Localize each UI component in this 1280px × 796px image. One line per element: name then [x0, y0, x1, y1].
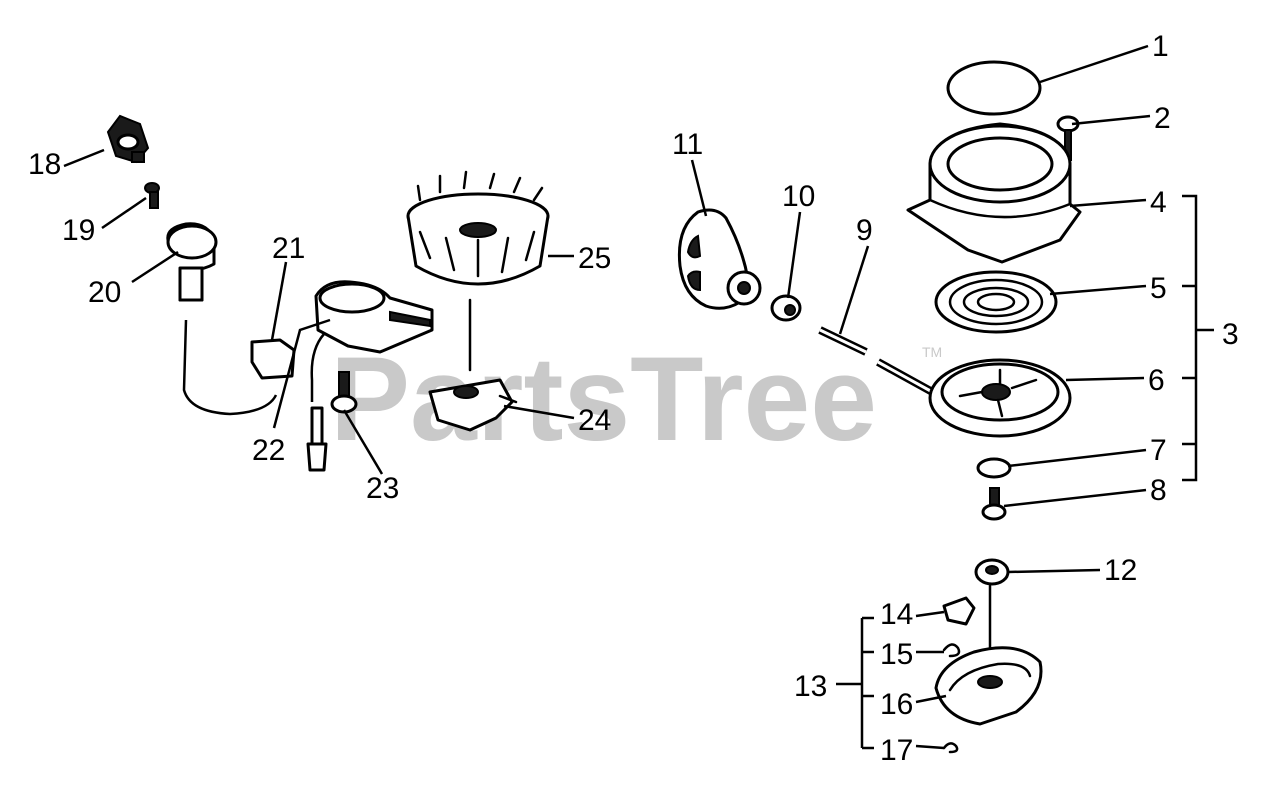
- ignition-wire: [182, 319, 278, 416]
- callout-25: 25: [578, 242, 611, 275]
- ignition-coil: [314, 280, 434, 354]
- part-1-gasket: [946, 60, 1042, 116]
- callout-7: 7: [1150, 434, 1167, 467]
- callout-5: 5: [1150, 272, 1167, 305]
- part-24-magneto-module: [428, 378, 518, 432]
- part-25-flywheel: [406, 170, 550, 286]
- part-19-connector: [144, 182, 160, 209]
- callout-21: 21: [272, 232, 305, 265]
- callout-6: 6: [1148, 364, 1165, 397]
- callout-12: 12: [1104, 554, 1137, 587]
- part-16-ratchet-plate: [934, 646, 1043, 726]
- part-18-spark-plug-terminal: [106, 114, 150, 164]
- part-10-grommet: [770, 294, 802, 322]
- callout-17: 17: [880, 734, 913, 767]
- part-9-rope: [818, 326, 938, 398]
- part-14-pawl: [942, 596, 976, 626]
- callout-10: 10: [782, 180, 815, 213]
- part-12-spacer: [974, 558, 1010, 586]
- callout-8: 8: [1150, 474, 1167, 507]
- callout-15: 15: [880, 638, 913, 671]
- callout-24: 24: [578, 404, 611, 437]
- part-11-starter-handle: [677, 208, 762, 310]
- callout-23: 23: [366, 472, 399, 505]
- callout-11: 11: [672, 128, 703, 161]
- watermark-trademark: TM: [922, 344, 942, 360]
- part-5-recoil-spring: [934, 270, 1058, 334]
- callout-16: 16: [880, 688, 913, 721]
- part-15-spring: [942, 643, 961, 658]
- callout-4: 4: [1150, 186, 1167, 219]
- callout-19: 19: [62, 214, 95, 247]
- callout-3: 3: [1222, 318, 1239, 351]
- part-8-screw: [981, 487, 1007, 521]
- callout-22: 22: [252, 434, 285, 467]
- part-17-clip: [942, 742, 959, 754]
- coil-wire: [310, 333, 325, 402]
- watermark: PartsTree: [330, 332, 877, 466]
- part-4-starter-housing: [906, 122, 1082, 264]
- callout-9: 9: [856, 214, 873, 247]
- part-20-spark-plug-boot: [166, 222, 218, 302]
- callout-14: 14: [880, 598, 913, 631]
- callout-18: 18: [28, 148, 61, 181]
- callout-2: 2: [1154, 102, 1171, 135]
- part-21-clip: [250, 338, 296, 380]
- callout-1: 1: [1152, 30, 1169, 63]
- callout-13: 13: [794, 670, 827, 703]
- part-7-washer: [976, 457, 1012, 479]
- callout-20: 20: [88, 276, 121, 309]
- part-22-terminal: [306, 406, 328, 472]
- part-6-pulley: [928, 358, 1072, 438]
- leader-lines: [63, 44, 1214, 750]
